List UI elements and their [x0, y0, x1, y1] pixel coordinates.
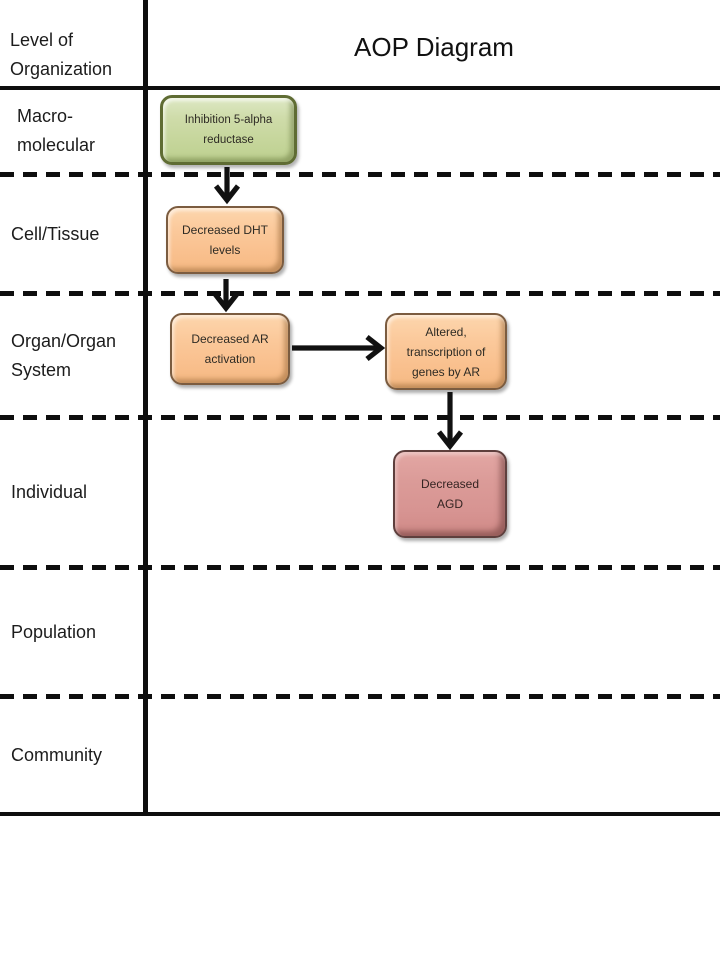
row-divider-dashed-3 — [0, 415, 720, 420]
table-header-line — [0, 86, 720, 90]
row-label-population: Population — [11, 621, 97, 642]
row-label-community: Community — [11, 745, 103, 765]
node-altered-transcription-genes-by-ar[interactable]: Altered, transcription of genes by AR — [385, 313, 507, 390]
row-divider-dashed-1 — [0, 172, 720, 177]
arrow-ar-activation-to-transcription — [292, 334, 386, 362]
node-inhibition-5-alpha-reductase[interactable]: Inhibition 5-alpha reductase — [160, 95, 297, 165]
node-decreased-dht-levels[interactable]: Decreased DHT levels — [166, 206, 284, 274]
row-divider-dashed-4 — [0, 565, 720, 570]
page-title: AOP Diagram — [354, 32, 514, 62]
corner-label-level-of-organization: Level of Organization — [10, 30, 113, 79]
row-label-macro-molecular: Macro- molecular — [17, 106, 96, 155]
row-label-individual: Individual — [11, 482, 88, 502]
row-divider-dashed-2 — [0, 291, 720, 296]
row-label-organ-organ-system: Organ/Organ System — [11, 330, 117, 380]
node-decreased-ar-activation[interactable]: Decreased AR activation — [170, 313, 290, 385]
node-decreased-agd[interactable]: Decreased AGD — [393, 450, 507, 538]
table-vertical-divider — [143, 0, 148, 816]
row-label-cell-tissue: Cell/Tissue — [11, 223, 100, 244]
table-bottom-line — [0, 812, 720, 816]
row-divider-dashed-5 — [0, 694, 720, 699]
